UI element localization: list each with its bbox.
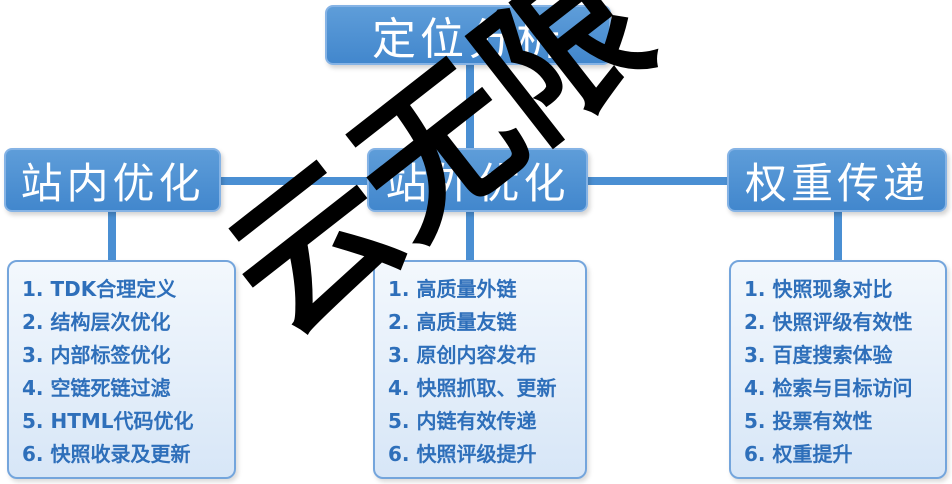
connector-onsite-to-list xyxy=(108,210,116,264)
node-positioning-analysis: 定位分析 xyxy=(325,5,611,65)
list-item: 3. 原创内容发布 xyxy=(388,343,537,367)
list-item: 3. 内部标签优化 xyxy=(22,343,171,367)
list-item: 1. 快照现象对比 xyxy=(744,277,893,301)
list-item: 2. 结构层次优化 xyxy=(22,310,171,334)
list-item: 4. 检索与目标访问 xyxy=(744,376,913,400)
list-item: 6. 快照评级提升 xyxy=(388,442,537,466)
list-item: 6. 快照收录及更新 xyxy=(22,442,191,466)
list-item: 5. 内链有效传递 xyxy=(388,409,537,433)
node-weight-transfer: 权重传递 xyxy=(727,148,947,212)
list-offsite-optimization: 1. 高质量外链 2. 高质量友链 3. 原创内容发布 4. 快照抓取、更新 5… xyxy=(373,260,587,479)
list-item: 2. 快照评级有效性 xyxy=(744,310,913,334)
list-item: 1. 高质量外链 xyxy=(388,277,517,301)
connector-offsite-to-list xyxy=(466,210,474,264)
connector-root-to-offsite xyxy=(466,62,474,154)
list-item: 5. HTML代码优化 xyxy=(22,409,194,433)
list-item: 3. 百度搜索体验 xyxy=(744,343,893,367)
list-item: 4. 快照抓取、更新 xyxy=(388,376,557,400)
list-item: 2. 高质量友链 xyxy=(388,310,517,334)
list-item: 6. 权重提升 xyxy=(744,442,853,466)
node-offsite-optimization: 站外优化 xyxy=(367,148,588,212)
connector-weight-to-list xyxy=(834,210,842,264)
list-weight-transfer: 1. 快照现象对比 2. 快照评级有效性 3. 百度搜索体验 4. 检索与目标访… xyxy=(729,260,947,479)
list-item: 5. 投票有效性 xyxy=(744,409,873,433)
list-onsite-optimization: 1. TDK合理定义 2. 结构层次优化 3. 内部标签优化 4. 空链死链过滤… xyxy=(7,260,236,479)
list-item: 1. TDK合理定义 xyxy=(22,277,177,301)
node-onsite-optimization: 站内优化 xyxy=(4,148,221,212)
list-item: 4. 空链死链过滤 xyxy=(22,376,171,400)
